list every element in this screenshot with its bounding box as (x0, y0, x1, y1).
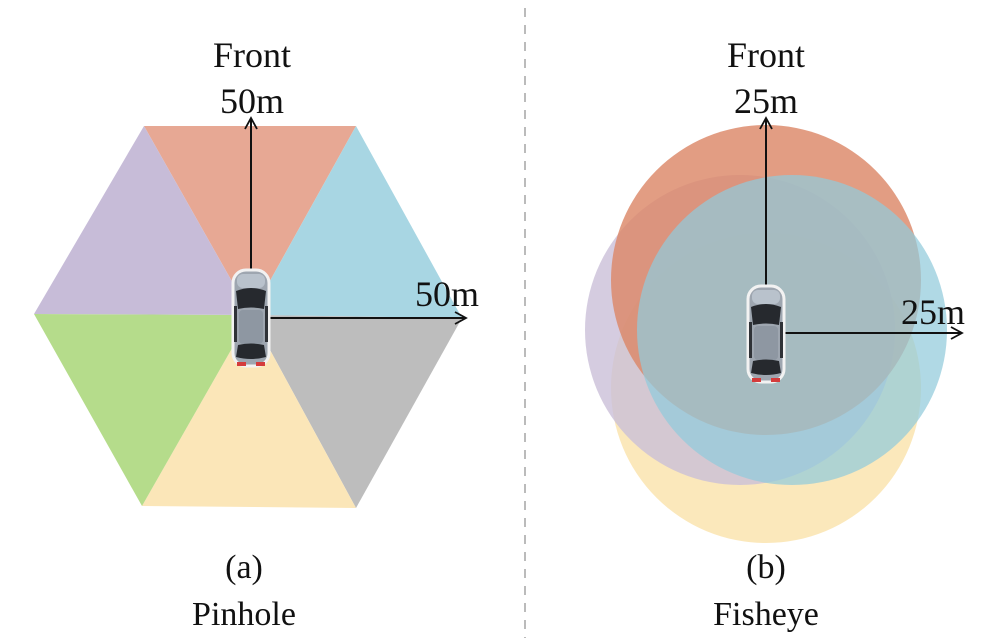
pinhole-panel: Front 50m 50m (a) Pinhole (34, 35, 479, 633)
front-range-label: 25m (734, 81, 798, 121)
front-label: Front (727, 35, 805, 75)
front-label: Front (213, 35, 291, 75)
front-range-label: 50m (220, 81, 284, 121)
back-right-fov-sector (251, 315, 462, 508)
right-fov-circle (637, 175, 947, 485)
back-left-fov-sector (34, 314, 251, 506)
side-range-label: 50m (415, 274, 479, 314)
side-range-label: 25m (901, 292, 965, 332)
panel-sublabel: (a) (225, 549, 263, 586)
panel-sublabel: (b) (746, 549, 786, 586)
front-left-fov-sector (34, 126, 251, 315)
panel-caption: Pinhole (192, 596, 296, 633)
back-fov-sector (142, 315, 356, 508)
panel-caption: Fisheye (713, 596, 819, 633)
car-icon (746, 284, 786, 384)
car-icon (231, 268, 271, 368)
front-right-fov-sector (251, 126, 462, 318)
fisheye-panel: Front 25m 25m (b) Fisheye (585, 35, 965, 633)
